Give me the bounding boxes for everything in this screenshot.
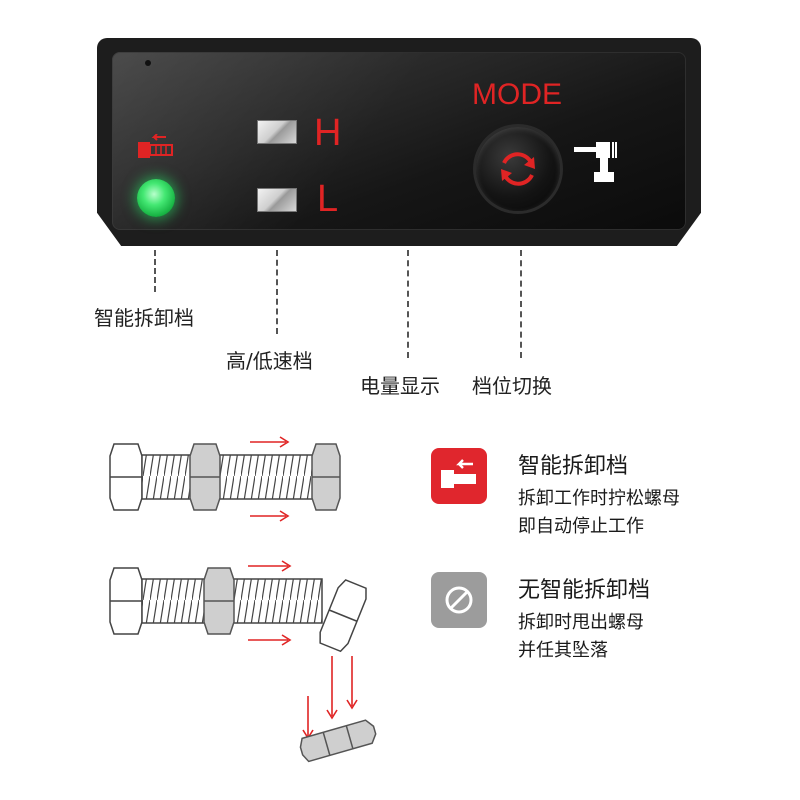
legend-no-smart-icon-box <box>431 572 487 628</box>
high-speed-indicator <box>257 120 297 144</box>
illustration-smart-mode <box>109 436 341 522</box>
leader-smart <box>154 250 156 292</box>
panel-face <box>112 52 686 230</box>
mode-label: MODE <box>472 78 562 111</box>
legend-no-smart-line1: 拆卸时甩出螺母 <box>518 612 644 633</box>
legend-smart-icon-box <box>431 448 487 504</box>
mode-button[interactable] <box>476 127 560 211</box>
smart-unscrew-icon <box>138 134 173 158</box>
high-speed-letter: H <box>314 112 342 154</box>
mode-cycle-icon <box>501 152 535 186</box>
label-speed: 高/低速档 <box>226 349 313 373</box>
illustration-no-smart-mode <box>109 560 377 763</box>
low-speed-letter: L <box>317 178 339 220</box>
nut-bolt-icon <box>574 142 617 182</box>
smart-unscrew-icon <box>441 459 476 488</box>
legend-smart-title: 智能拆卸档 <box>518 454 629 479</box>
prohibited-icon <box>445 586 473 614</box>
label-battery: 电量显示 <box>360 374 440 398</box>
leader-speed <box>276 250 278 334</box>
legend-no-smart-title: 无智能拆卸档 <box>518 578 651 603</box>
status-led <box>137 179 175 217</box>
indicator-pinhole <box>145 60 151 66</box>
legend-no-smart-line2: 并任其坠落 <box>518 640 608 661</box>
legend-smart-line2: 即自动停止工作 <box>518 516 644 537</box>
leader-mode <box>520 250 522 358</box>
label-mode-switch: 档位切换 <box>472 374 552 398</box>
leader-battery <box>407 250 409 358</box>
label-smart-mode: 智能拆卸档 <box>94 306 194 330</box>
low-speed-indicator <box>257 188 297 212</box>
legend-smart-line1: 拆卸工作时拧松螺母 <box>518 488 680 509</box>
